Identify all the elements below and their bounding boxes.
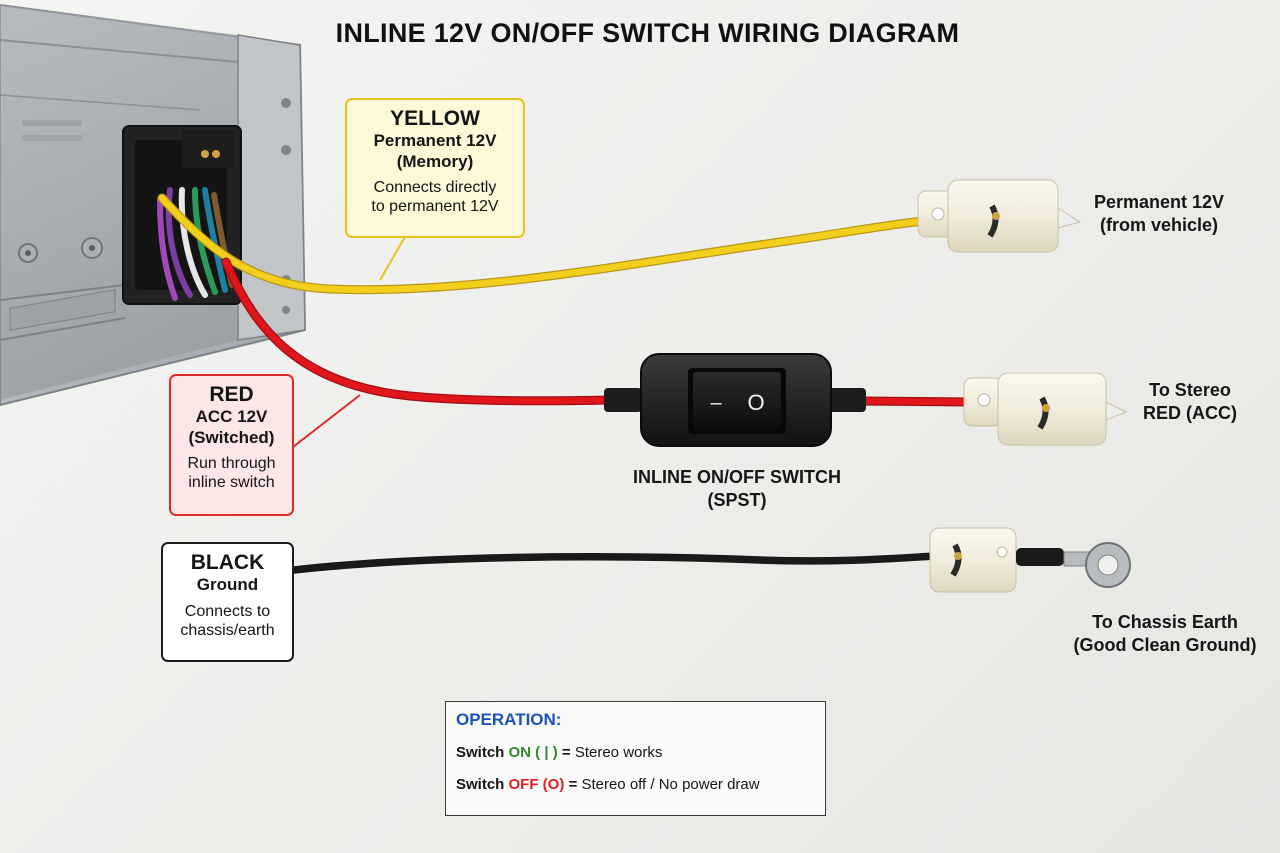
black-callout-description-1: Connects to	[184, 602, 271, 620]
red-wire-connector	[963, 372, 1128, 446]
on-row-result: Stereo works	[574, 744, 663, 761]
yellow-callout-heading: YELLOW	[390, 107, 480, 130]
on-row-equals: =	[557, 744, 575, 761]
inline-rocker-switch: – O	[604, 353, 866, 447]
yellow-callout-description-2: to permanent 12V	[371, 198, 499, 216]
black-destination-line-1: To Chassis Earth	[1092, 612, 1238, 632]
yellow-destination-label: Permanent 12V (from vehicle)	[1070, 191, 1248, 238]
red-callout-heading: RED	[209, 383, 254, 406]
yellow-wire-callout: YELLOW Permanent 12V (Memory) Connects d…	[345, 98, 525, 238]
red-destination-line-2: RED (ACC)	[1143, 403, 1237, 424]
operation-legend: OPERATION: Switch ON ( | ) = Stereo work…	[445, 701, 826, 816]
operation-heading: OPERATION:	[456, 710, 562, 729]
black-destination-line-2: (Good Clean Ground)	[1073, 635, 1257, 656]
switch-label: INLINE ON/OFF SWITCH (SPST)	[615, 466, 859, 513]
red-destination-line-1: To Stereo	[1149, 380, 1231, 400]
red-destination-label: To Stereo RED (ACC)	[1120, 379, 1260, 426]
yellow-callout-description-1: Connects directly	[373, 178, 497, 196]
black-destination-label: To Chassis Earth (Good Clean Ground)	[1055, 611, 1275, 658]
yellow-wire-connector	[917, 179, 1082, 253]
switch-on-symbol: –	[710, 392, 722, 414]
operation-on-row: Switch ON ( | ) = Stereo works	[456, 744, 815, 761]
operation-off-row: Switch OFF (O) = Stereo off / No power d…	[456, 776, 815, 793]
black-wire-connector	[929, 527, 1064, 593]
on-row-prefix: Switch	[456, 744, 509, 761]
red-leader-line	[292, 394, 361, 448]
black-callout-subtitle-1: Ground	[196, 575, 259, 595]
yellow-leader-line	[379, 236, 406, 281]
switch-label-line-1: INLINE ON/OFF SWITCH	[633, 467, 841, 487]
red-wire-callout: RED ACC 12V (Switched) Run through inlin…	[169, 374, 294, 516]
black-callout-description-2: chassis/earth	[180, 621, 275, 639]
on-row-state: ON ( | )	[508, 744, 558, 761]
red-callout-description-1: Run through	[187, 454, 276, 472]
switch-off-symbol: O	[747, 390, 764, 415]
ring-terminal	[1063, 542, 1131, 588]
black-callout-heading: BLACK	[190, 551, 265, 574]
yellow-callout-subtitle-1: Permanent 12V	[373, 131, 497, 151]
off-row-prefix: Switch	[456, 776, 509, 793]
yellow-destination-line-2: (from vehicle)	[1099, 215, 1219, 236]
switch-label-line-2: (SPST)	[707, 490, 767, 511]
stereo-head-unit	[0, 3, 307, 407]
diagram-title: INLINE 12V ON/OFF SWITCH WIRING DIAGRAM	[335, 18, 960, 48]
red-callout-description-2: inline switch	[188, 474, 275, 492]
off-row-state: OFF (O)	[508, 776, 565, 793]
yellow-destination-line-1: Permanent 12V	[1093, 192, 1225, 212]
off-row-result: Stereo off / No power draw	[581, 776, 760, 793]
yellow-callout-subtitle-2: (Memory)	[396, 151, 474, 171]
black-wire	[290, 552, 939, 574]
off-row-equals: =	[564, 776, 582, 793]
red-callout-subtitle-1: ACC 12V	[195, 407, 268, 427]
red-callout-subtitle-2: (Switched)	[188, 427, 275, 447]
black-wire-callout: BLACK Ground Connects to chassis/earth	[161, 542, 294, 662]
